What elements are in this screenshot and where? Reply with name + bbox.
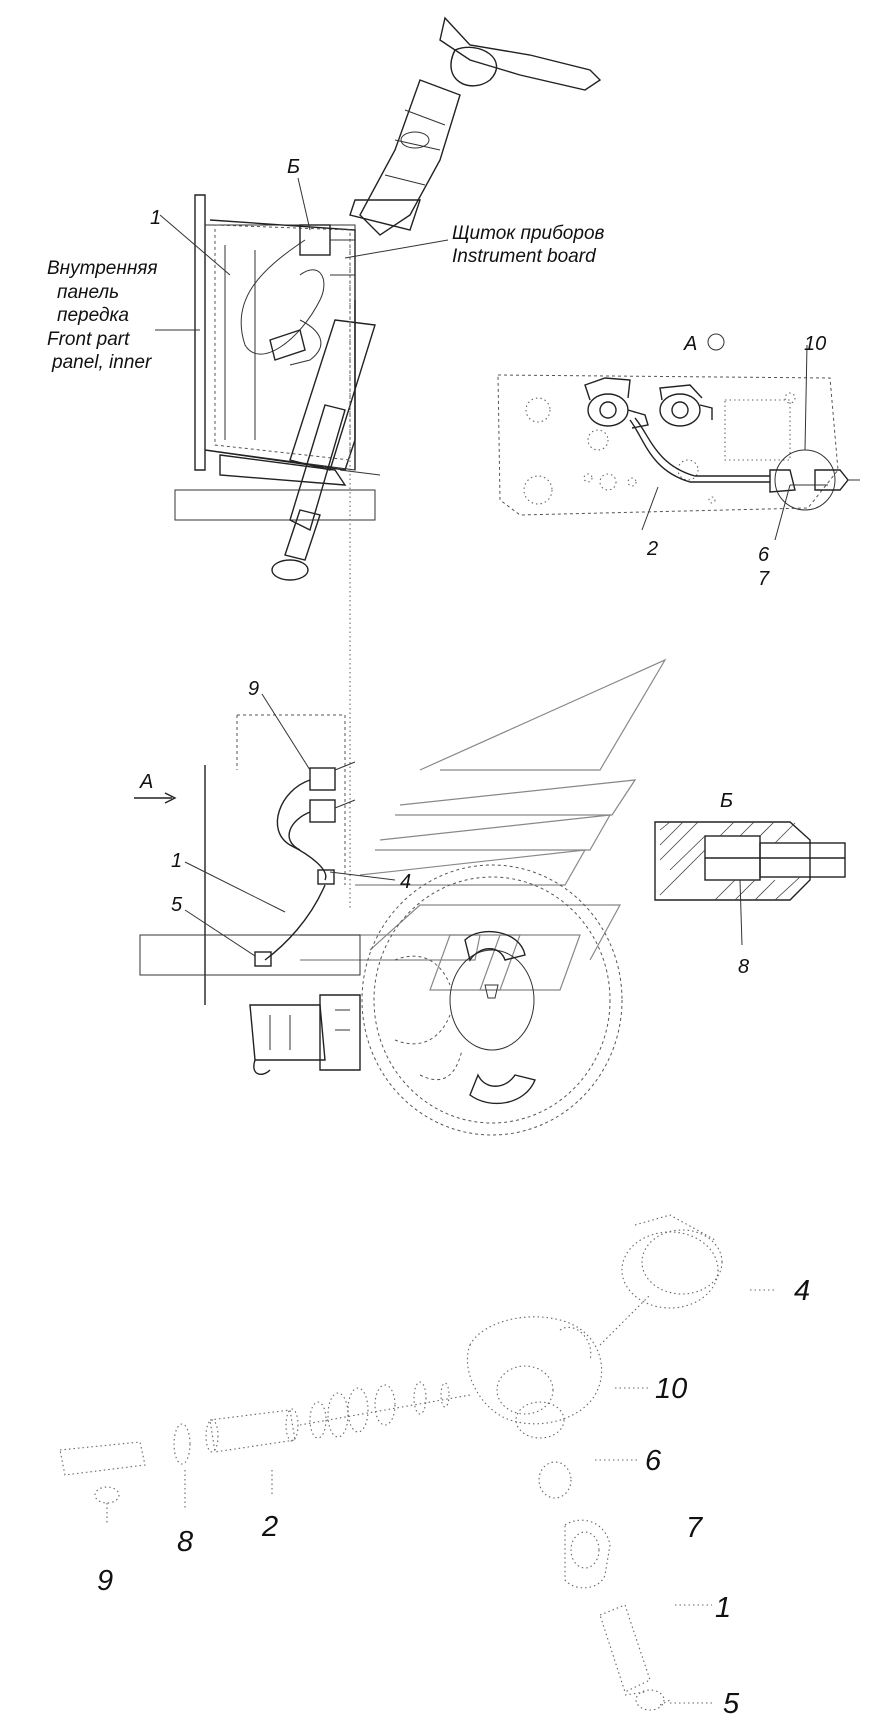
callout-exp-7: 7 — [686, 1512, 704, 1544]
callout-exp-9: 9 — [97, 1565, 113, 1597]
leader-mid-5 — [184, 909, 256, 957]
label-view-b: Б — [287, 156, 300, 178]
section-b-view: Б — [654, 790, 846, 946]
callout-mid-1: 1 — [171, 850, 182, 872]
label-instrument-ru: Щиток приборов — [452, 223, 605, 244]
part-5-clamp — [624, 1689, 671, 1711]
callout-exp-10: 10 — [655, 1373, 687, 1405]
label-inner-panel-en-1: Front part — [47, 329, 130, 350]
leader-mid-4 — [329, 871, 396, 881]
leader-top-1 — [159, 214, 231, 276]
callout-detail-a-7: 7 — [758, 568, 770, 590]
part-1-hose — [599, 1604, 651, 1693]
label-inner-panel-ru-3: передка — [57, 305, 129, 326]
front-panel-assembly — [174, 194, 381, 910]
callout-exp-4: 4 — [794, 1275, 810, 1307]
label-view-a: А — [683, 333, 697, 355]
connector-left — [584, 377, 649, 429]
callout-top-1: 1 — [150, 207, 161, 229]
callout-exp-2: 2 — [261, 1511, 278, 1543]
leader-mid-9 — [261, 693, 311, 771]
steering-column-top — [349, 16, 602, 236]
part-7-nut — [564, 1519, 611, 1589]
part-2-tube — [205, 1408, 299, 1453]
callout-exp-1: 1 — [715, 1592, 731, 1624]
leader-instrument — [344, 239, 449, 259]
callout-section-8: 8 — [738, 956, 749, 978]
callout-mid-5: 5 — [171, 894, 183, 916]
callout-exp-8: 8 — [177, 1526, 193, 1558]
label-inner-panel-ru-2: панель — [57, 282, 119, 303]
leader-view-b — [297, 177, 311, 231]
label-section-b: Б — [720, 790, 733, 812]
part-10-valve — [466, 1294, 651, 1439]
callout-detail-a-10: 10 — [804, 333, 826, 355]
label-instrument-en: Instrument board — [452, 246, 597, 267]
detail-a-view: А — [497, 333, 860, 541]
callout-mid-4: 4 — [400, 871, 411, 893]
part-8-ring — [173, 1423, 191, 1465]
callout-detail-a-6: 6 — [758, 544, 770, 566]
callout-mid-9: 9 — [248, 678, 259, 700]
fitting-chain — [299, 1381, 471, 1439]
callout-exp-6: 6 — [645, 1445, 662, 1477]
part-4-housing — [621, 1214, 723, 1309]
label-inner-panel-ru-1: Внутренняя — [47, 258, 158, 279]
leader-mid-1 — [184, 861, 286, 913]
label-arrow-a: А — [139, 771, 153, 793]
part-6-ring — [538, 1461, 572, 1499]
exploded-view — [59, 1214, 775, 1711]
part-9-nipple — [59, 1441, 146, 1525]
kamaz-logo-watermark — [300, 658, 667, 991]
cab-side-view: А — [134, 714, 623, 1136]
callout-exp-5: 5 — [723, 1688, 740, 1714]
callout-detail-a-2: 2 — [646, 538, 658, 560]
connector-right — [659, 384, 713, 427]
label-inner-panel-en-2: panel, inner — [51, 352, 152, 373]
